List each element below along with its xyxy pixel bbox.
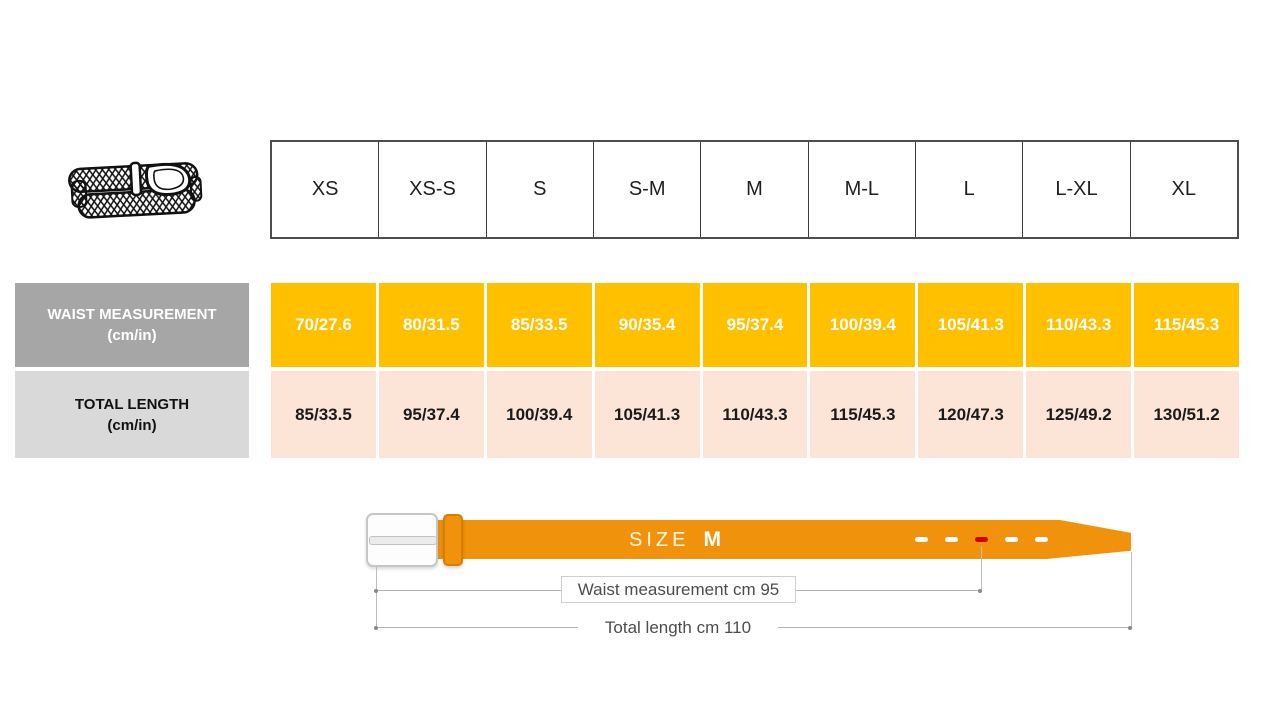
- belt-hole-selected: [975, 537, 988, 542]
- length-value-cell: 110/43.3: [702, 371, 808, 458]
- belt-hole: [1005, 537, 1018, 542]
- length-label-line2: (cm/in): [107, 416, 157, 434]
- waist-value-cell: 70/27.6: [271, 283, 376, 367]
- length-value-cell: 105/41.3: [594, 371, 700, 458]
- belt-hole: [945, 537, 958, 542]
- size-header-cell: L-XL: [1022, 142, 1129, 237]
- waist-label-line2: (cm/in): [107, 327, 157, 344]
- length-value-cell: 120/47.3: [918, 371, 1024, 458]
- belt-size-label: SIZE M: [560, 527, 790, 553]
- belt-keeper-loop: [443, 514, 463, 566]
- belt-hole: [915, 537, 928, 542]
- braided-belt-image: [68, 161, 203, 219]
- size-header-cell: L: [914, 142, 1022, 237]
- size-header-cell: XS-S: [378, 142, 485, 237]
- waist-label-line1: WAIST MEASUREMENT: [47, 306, 217, 323]
- waist-value-cell: 100/39.4: [810, 283, 916, 367]
- total-line-right-dot: [1128, 625, 1132, 630]
- waist-value-cell: 95/37.4: [702, 283, 808, 367]
- total-length-row-label: TOTAL LENGTH (cm/in): [15, 371, 249, 458]
- size-header-cell: XL: [1129, 142, 1237, 237]
- length-value-cell: 115/45.3: [810, 371, 916, 458]
- length-value-cell: 130/51.2: [1134, 371, 1240, 458]
- waist-value-cell: 105/41.3: [918, 283, 1024, 367]
- waist-value-cell: 115/45.3: [1134, 283, 1240, 367]
- length-value-cell: 85/33.5: [271, 371, 376, 458]
- belt-holes: [915, 537, 1048, 542]
- guide-line-belt-tip: [1131, 552, 1132, 628]
- length-label-line1: TOTAL LENGTH: [74, 395, 190, 413]
- waist-line-left-dot: [374, 588, 378, 593]
- size-header-cell: M-L: [807, 142, 915, 237]
- guide-line-red-hole: [981, 546, 982, 591]
- size-value: M: [703, 528, 721, 551]
- length-value-cell: 125/49.2: [1026, 371, 1132, 458]
- length-value-cell: 95/37.4: [378, 371, 484, 458]
- total-line-left-dot: [374, 625, 378, 630]
- size-header-cell: XS: [311, 178, 339, 200]
- waist-line-right-dot: [978, 588, 982, 593]
- waist-value-cell: 110/43.3: [1026, 283, 1132, 367]
- waist-value-cell: 90/35.4: [594, 283, 700, 367]
- guide-line-buckle: [376, 567, 377, 628]
- size-header-cell: S: [485, 142, 593, 237]
- waist-value-cell: 80/31.5: [378, 283, 484, 367]
- size-header-cell: M: [700, 142, 807, 237]
- waist-measurement-row-label: WAIST MEASUREMENT (cm/in): [15, 283, 249, 367]
- belt-buckle-prong: [369, 536, 437, 545]
- length-value-cell: 100/39.4: [486, 371, 592, 458]
- belt-hole: [1035, 537, 1048, 542]
- waist-value-cell: 85/33.5: [486, 283, 592, 367]
- size-header-cell: S-M: [592, 142, 700, 237]
- size-word: SIZE: [629, 528, 690, 551]
- waist-annotation-box: Waist measurement cm 95: [561, 576, 796, 603]
- total-length-annotation: Total length cm 110: [578, 615, 778, 640]
